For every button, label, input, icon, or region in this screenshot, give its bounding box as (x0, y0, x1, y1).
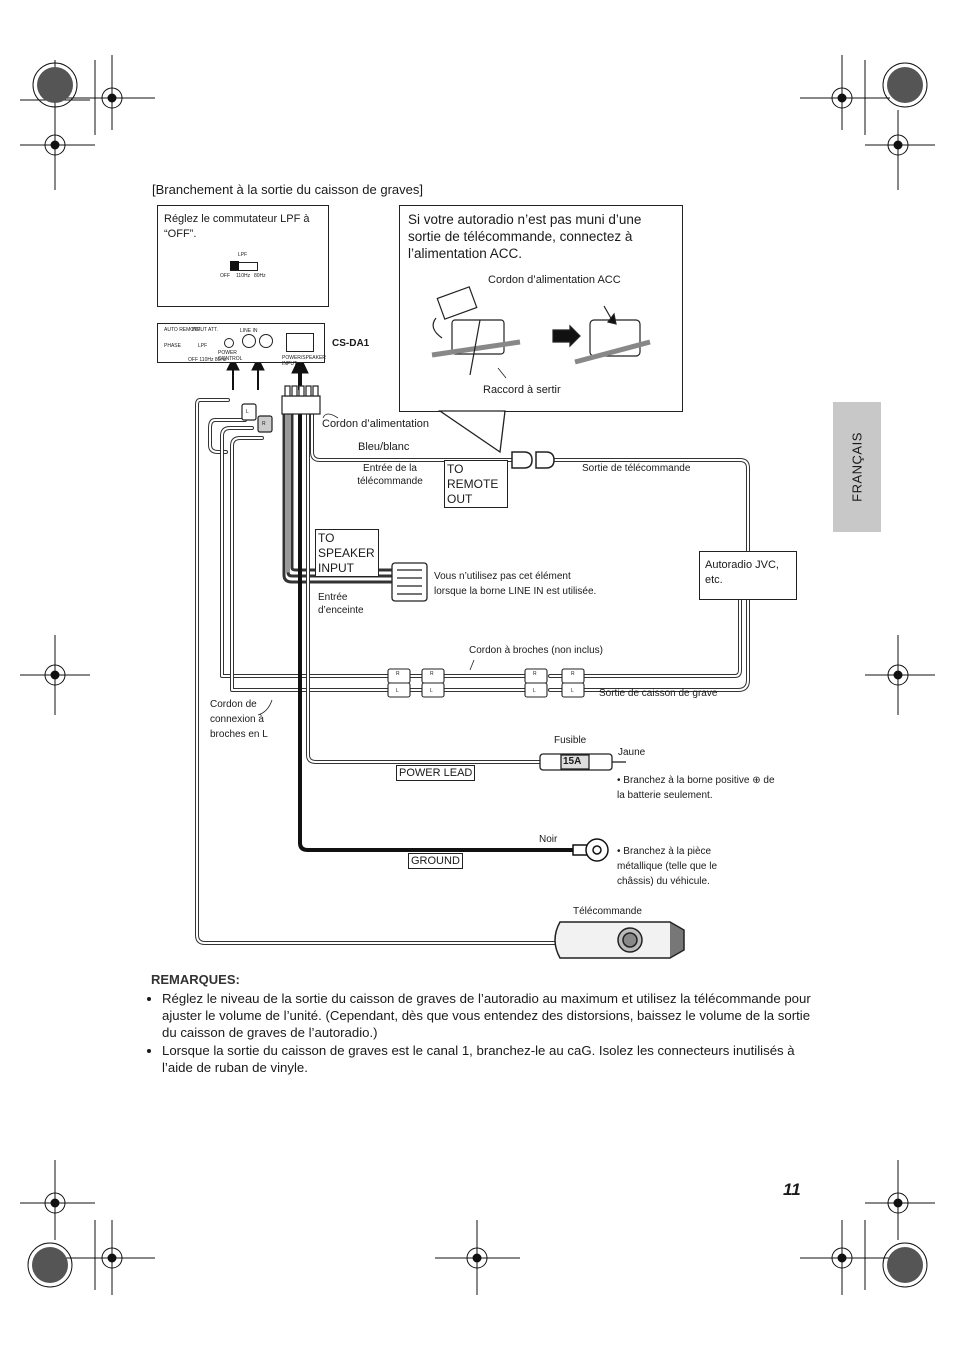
pin-cord-label: Cordon à broches (non inclus) (469, 645, 603, 656)
lpf-instruction: Réglez le commutateur LPF à “OFF”. (164, 213, 310, 240)
lpf-switch-title: LPF (238, 252, 248, 258)
language-tab: FRANÇAIS (833, 402, 881, 532)
fuse-holder (539, 753, 626, 771)
remote-output-label: Sortie de télécommande (582, 463, 691, 474)
phase-label: PHASE (164, 343, 181, 349)
remarks-list: Réglez le niveau de la sortie du caisson… (148, 990, 822, 1077)
lpf-freq-label: OFF 110Hz 80Hz (188, 357, 227, 363)
yellow-label: Jaune (618, 747, 646, 758)
battery-note-bullet: • (617, 775, 624, 786)
unit-arrows (226, 354, 309, 390)
line-in-label: LINE IN (240, 328, 258, 334)
to-remote-out-box: TO REMOTE OUT (444, 460, 508, 508)
remote-control-label: Télécommande (573, 906, 642, 917)
rca-r-label: R (533, 671, 537, 677)
remarks-title: REMARQUES: (151, 972, 240, 987)
lpf-label: LPF (198, 343, 208, 349)
power-cord-label: Cordon d’alimentation (322, 418, 430, 430)
lpf-switch: LPF OFF 110Hz 80Hz (220, 252, 280, 280)
registration-marks (20, 55, 935, 1295)
model-label: CS-DA1 (332, 338, 370, 349)
rca-r-label: R (571, 671, 575, 677)
acc-bubble-pointer (437, 410, 506, 454)
to-speaker-input-box: TO SPEAKER INPUT (315, 529, 379, 577)
lpf-switch-label: 110Hz (236, 273, 251, 279)
remote-control-drawing (554, 921, 685, 959)
line-in-jack-r (259, 334, 273, 348)
car-radio-label: Autoradio JVC, etc. (705, 559, 779, 586)
acc-note-box: Si votre autoradio n’est pas muni d’une … (399, 205, 683, 412)
rca-l-label: L (430, 688, 433, 694)
remote-jack (224, 338, 234, 348)
section-title: [Branchement à la sortie du caisson de g… (152, 182, 423, 197)
not-used-note: Vous n’utilisez pas cet élément lorsque … (434, 571, 597, 597)
lpf-switch-knob (230, 261, 239, 270)
acc-box-bottom-right (504, 411, 683, 412)
remark-item: Lorsque la sortie du caisson de graves e… (162, 1042, 822, 1076)
power-speaker-input-label: POWER/SPEAKER INPUT (282, 355, 326, 367)
rca-l-label: L (571, 688, 574, 694)
rca-connectors (387, 668, 585, 698)
remote-out-connector (511, 451, 555, 469)
chassis-note-bullet: • (617, 846, 624, 857)
acc-instruction: Si votre autoradio n’est pas muni d’une … (408, 212, 642, 261)
power-control-label: POWER CONTROL (218, 350, 243, 362)
remote-input-label: Entrée de la télécommande (357, 463, 423, 487)
acc-cord-label: Cordon d’alimentation ACC (488, 274, 621, 286)
input-att-label: INPUT ATT. (192, 327, 218, 333)
power-connector (281, 385, 321, 415)
battery-note: • Branchez à la borne positive ⊕ de la b… (617, 773, 782, 803)
battery-note-text: Branchez à la borne positive ⊕ de la bat… (617, 775, 775, 801)
blue-white-label: Bleu/blanc (358, 441, 410, 453)
acc-box-bottom-left (399, 411, 441, 412)
chassis-note-text: Branchez à la pièce métallique (telle qu… (617, 846, 718, 887)
cs-da1-front-panel: AUTO REMOTE INPUT ATT. PHASE LPF OFF 110… (157, 323, 326, 367)
auto-remote-label: AUTO REMOTE (164, 327, 201, 333)
ground-box: GROUND (408, 853, 463, 869)
rca-r-label: R (396, 671, 400, 677)
speaker-connector (391, 562, 428, 602)
rca-l-label: L (396, 688, 399, 694)
l-cord-label: Cordon de connexion à broches en L (210, 699, 268, 740)
chassis-note: • Branchez à la pièce métallique (telle … (617, 844, 752, 889)
power-speaker-socket (286, 333, 314, 352)
rca-r-label: R (430, 671, 434, 677)
fuse-rating: 15A (563, 756, 582, 767)
crimp-connector-label: Raccord à sertir (483, 384, 561, 396)
acc-crimp-illustration (431, 286, 651, 376)
car-radio-box: Autoradio JVC, etc. (699, 551, 797, 600)
remark-item: Réglez le niveau de la sortie du caisson… (162, 990, 822, 1041)
language-tab-label: FRANÇAIS (849, 432, 865, 502)
lpf-switch-label: 80Hz (254, 273, 266, 279)
rca-l-label: L (533, 688, 536, 694)
leader-lines (257, 367, 507, 716)
speaker-input-label: Entrée d’enceinte (318, 592, 364, 616)
plug-l-label: L (246, 409, 249, 415)
lpf-setting-box: Réglez le commutateur LPF à “OFF”. LPF O… (157, 205, 329, 307)
sub-output-label: Sortie de caisson de grave (599, 688, 718, 699)
ground-terminal (572, 838, 609, 862)
registration-fills (32, 67, 923, 1283)
line-in-jack-l (242, 334, 256, 348)
page-number: 11 (783, 1180, 801, 1199)
plug-r-label: R (262, 421, 266, 427)
fuse-label: Fusible (554, 735, 587, 746)
power-lead-box: POWER LEAD (396, 765, 476, 781)
cables (195, 398, 750, 945)
black-label: Noir (539, 834, 558, 845)
lpf-switch-label: OFF (220, 273, 230, 279)
l-pin-plug (241, 403, 273, 433)
